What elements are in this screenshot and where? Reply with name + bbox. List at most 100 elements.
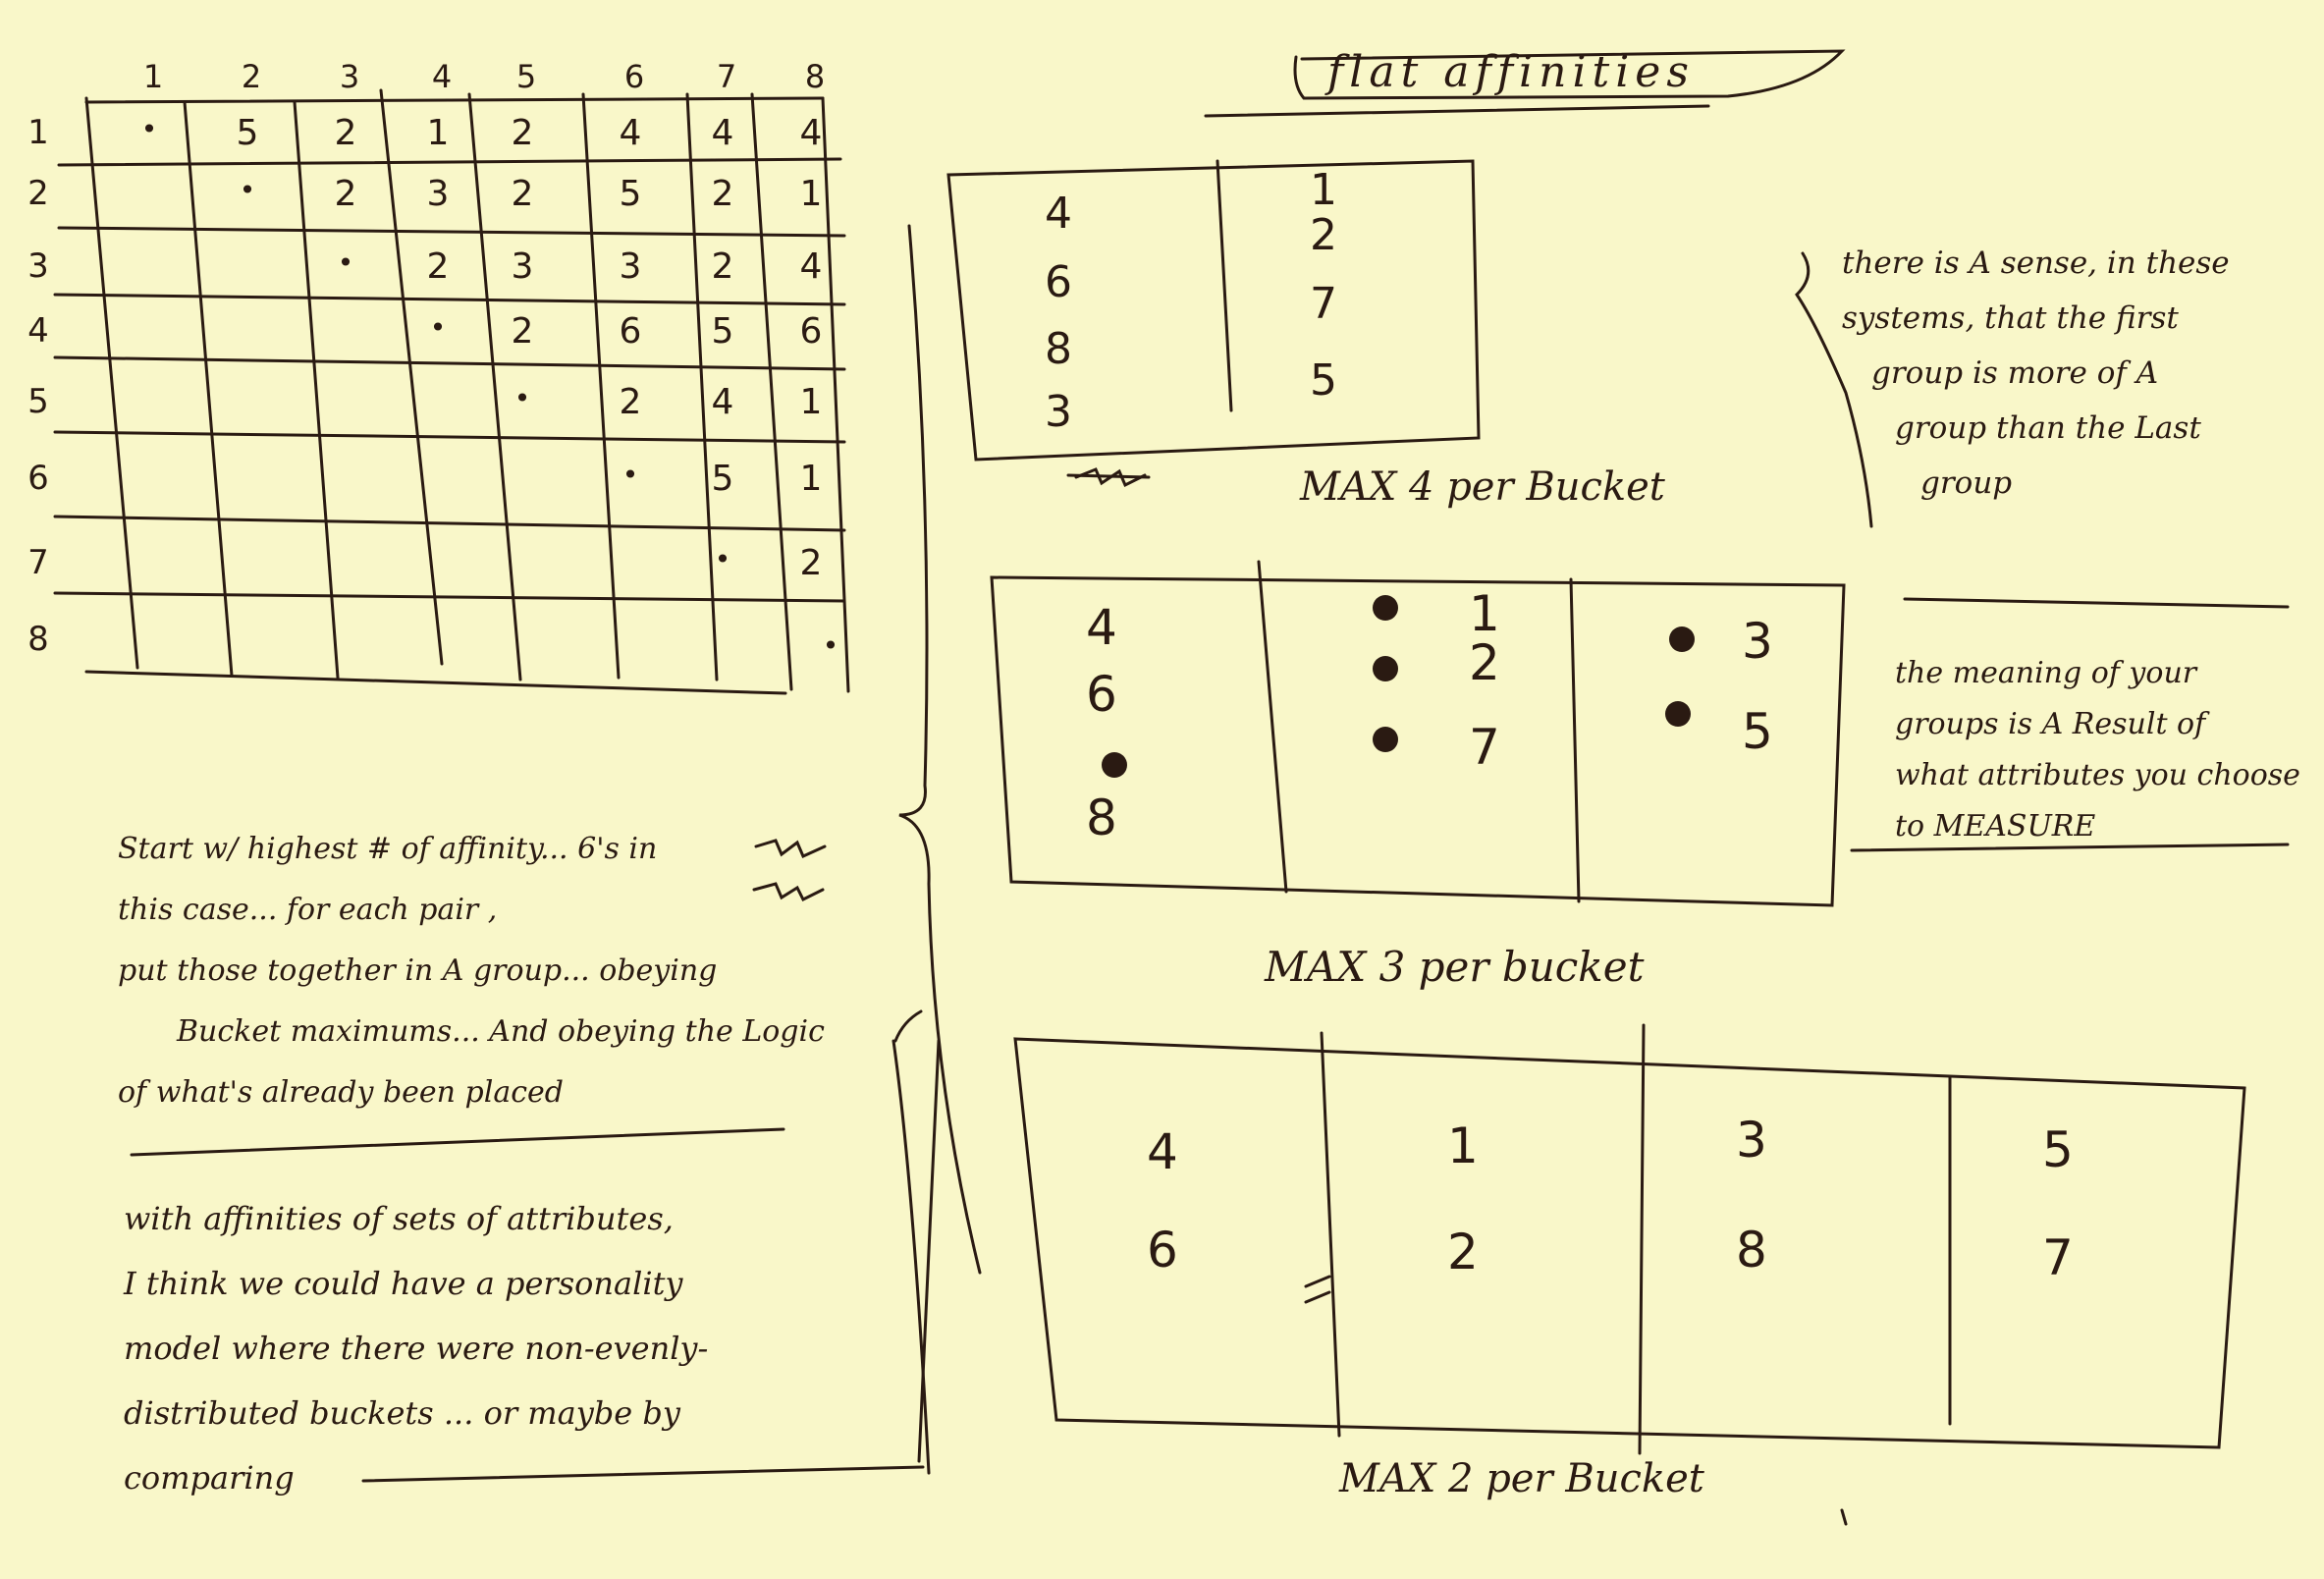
note-line: of what's already been placed	[118, 1075, 564, 1110]
matrix-cell: 1	[426, 113, 450, 153]
matrix-cell: •	[239, 174, 256, 206]
note-group-sense: there is A sense, in these systems, that …	[1842, 236, 2230, 511]
bucket-value: 4	[1147, 1123, 1178, 1180]
note-line: with affinities of sets of attributes,	[124, 1200, 674, 1237]
matrix-row-header: 6	[27, 459, 49, 498]
matrix-cell: 6	[799, 311, 823, 352]
marker-dot	[1373, 656, 1398, 681]
bucket-value: 4	[1086, 599, 1117, 656]
marker-dot	[1373, 727, 1398, 752]
matrix-cell: 5	[711, 311, 734, 352]
matrix-cell: 4	[711, 113, 734, 153]
note-line: Bucket maximums... And obeying the Logic	[177, 1014, 825, 1049]
marker-dot	[1665, 701, 1691, 727]
note-line: this case... for each pair ,	[118, 893, 498, 927]
bucket-value: 5	[1310, 355, 1337, 406]
page-title: flat affinities	[1327, 47, 1695, 97]
matrix-cell: 2	[334, 174, 357, 214]
matrix-column-header: 1	[142, 58, 164, 95]
matrix-cell: 2	[426, 246, 450, 287]
matrix-row-header: 7	[27, 543, 49, 582]
matrix-cell: 4	[799, 113, 823, 153]
matrix-cell: •	[822, 629, 839, 662]
bucket-value: 3	[1045, 387, 1072, 437]
note-line: groups is A Result of	[1895, 707, 2206, 741]
bucket-value: 6	[1147, 1222, 1178, 1279]
bucket-value: 1	[1447, 1117, 1479, 1174]
matrix-column-header: 4	[431, 58, 453, 95]
bucket-value: 3	[1742, 613, 1773, 670]
matrix-cell: •	[140, 113, 158, 145]
matrix-row-header: 2	[27, 174, 49, 213]
note-line: what attributes you choose	[1895, 758, 2300, 792]
matrix-cell: 2	[619, 382, 642, 422]
bucket-label-max-4: MAX 4 per Bucket	[1300, 464, 1665, 510]
bucket-value: 6	[1045, 257, 1072, 307]
bucket-value: 8	[1736, 1222, 1767, 1279]
matrix-cell: 2	[334, 113, 357, 153]
matrix-cell: 1	[799, 174, 823, 214]
marker-dot	[1102, 752, 1127, 778]
bucket-value: 2	[1447, 1224, 1479, 1280]
matrix-cell: •	[337, 246, 354, 279]
note-line: distributed buckets ... or maybe by	[124, 1394, 680, 1432]
bucket-value: 1	[1469, 585, 1500, 642]
matrix-cell: 2	[511, 113, 534, 153]
bucket-value: 6	[1086, 666, 1117, 723]
note-line: group than the Last	[1895, 410, 2201, 446]
note-start-with-highest: Start w/ highest # of affinity... 6's in…	[118, 819, 825, 1123]
bucket-value: 7	[1310, 279, 1337, 329]
matrix-column-header: 7	[716, 58, 737, 95]
matrix-cell: •	[513, 382, 531, 414]
matrix-cell: 3	[426, 174, 450, 214]
matrix-cell: 2	[511, 174, 534, 214]
matrix-cell: •	[429, 311, 447, 344]
note-line: model where there were non-evenly-	[124, 1330, 709, 1367]
matrix-cell: 5	[619, 174, 642, 214]
matrix-cell: 5	[236, 113, 259, 153]
bucket-label-max-2: MAX 2 per Bucket	[1339, 1456, 1704, 1501]
matrix-row-header: 3	[27, 246, 49, 286]
matrix-cell: 2	[511, 311, 534, 352]
bucket-value: 5	[1742, 703, 1773, 760]
matrix-cell: 5	[711, 459, 734, 499]
matrix-column-header: 2	[241, 58, 262, 95]
note-meaning-of-groups: the meaning of your groups is A Result of…	[1895, 648, 2300, 852]
bucket-value: 2	[1469, 634, 1500, 691]
note-line: I think we could have a personality	[124, 1265, 683, 1302]
matrix-cell: 4	[619, 113, 642, 153]
matrix-cell: 3	[619, 246, 642, 287]
note-line: group is more of A	[1871, 355, 2159, 391]
matrix-column-header: 6	[623, 58, 645, 95]
marker-dot	[1669, 626, 1695, 652]
matrix-column-header: 5	[515, 58, 537, 95]
note-line: Start w/ highest # of affinity... 6's in	[118, 832, 658, 866]
bucket-value: 8	[1086, 790, 1117, 846]
matrix-cell: 2	[711, 174, 734, 214]
bucket-value: 3	[1736, 1112, 1767, 1169]
bucket-value: 7	[1469, 719, 1500, 776]
matrix-cell: 6	[619, 311, 642, 352]
matrix-cell: 3	[511, 246, 534, 287]
bucket-value: 1	[1310, 165, 1337, 215]
bucket-value: 7	[2042, 1229, 2074, 1286]
matrix-cell: 2	[799, 543, 823, 583]
bucket-label-max-3: MAX 3 per bucket	[1265, 943, 1645, 991]
note-line: to MEASURE	[1895, 809, 2096, 844]
bucket-value: 2	[1310, 210, 1337, 260]
matrix-row-header: 1	[27, 113, 49, 152]
matrix-cell: •	[714, 543, 731, 575]
note-line: group	[1920, 465, 2013, 501]
bucket-value: 8	[1045, 324, 1072, 374]
note-line: there is A sense, in these	[1842, 245, 2230, 281]
note-line: systems, that the first	[1842, 300, 2179, 336]
bucket-value: 4	[1045, 189, 1072, 239]
note-line: put those together in A group... obeying	[118, 953, 718, 988]
matrix-cell: 4	[711, 382, 734, 422]
matrix-cell: •	[622, 459, 639, 491]
note-line: the meaning of your	[1895, 656, 2197, 690]
matrix-row-header: 8	[27, 620, 49, 659]
matrix-row-header: 4	[27, 311, 49, 351]
note-line: comparing	[124, 1459, 295, 1497]
